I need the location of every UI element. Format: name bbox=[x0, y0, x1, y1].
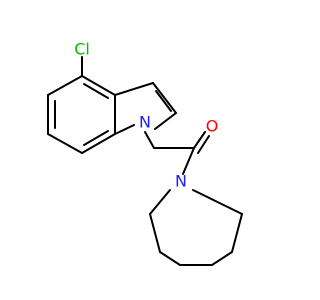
bonds bbox=[47, 56, 243, 266]
atom-labels: Cl N O N bbox=[74, 40, 218, 191]
bond bbox=[83, 83, 109, 99]
bond bbox=[159, 251, 181, 266]
chlorine-atom-label: Cl bbox=[74, 40, 90, 59]
bond bbox=[114, 82, 154, 96]
bond bbox=[114, 124, 135, 135]
bond bbox=[193, 131, 206, 149]
bond bbox=[154, 112, 177, 130]
bond bbox=[144, 131, 155, 149]
bond bbox=[197, 135, 210, 154]
indole-nitrogen-label: N bbox=[139, 113, 151, 132]
bond bbox=[83, 130, 109, 146]
bond bbox=[81, 75, 116, 96]
bond bbox=[231, 213, 243, 253]
bond bbox=[211, 251, 233, 266]
bond bbox=[152, 82, 177, 114]
bond bbox=[155, 90, 172, 112]
bond bbox=[47, 133, 83, 154]
bond bbox=[182, 147, 195, 175]
carbonyl-oxygen-label: O bbox=[206, 117, 219, 136]
bond bbox=[149, 213, 161, 253]
bond bbox=[47, 75, 83, 96]
azepane-nitrogen-label: N bbox=[175, 172, 187, 191]
bond bbox=[81, 133, 116, 154]
bond bbox=[149, 189, 171, 215]
molecule-structure: Cl N O N bbox=[47, 40, 243, 266]
bond bbox=[192, 189, 243, 215]
